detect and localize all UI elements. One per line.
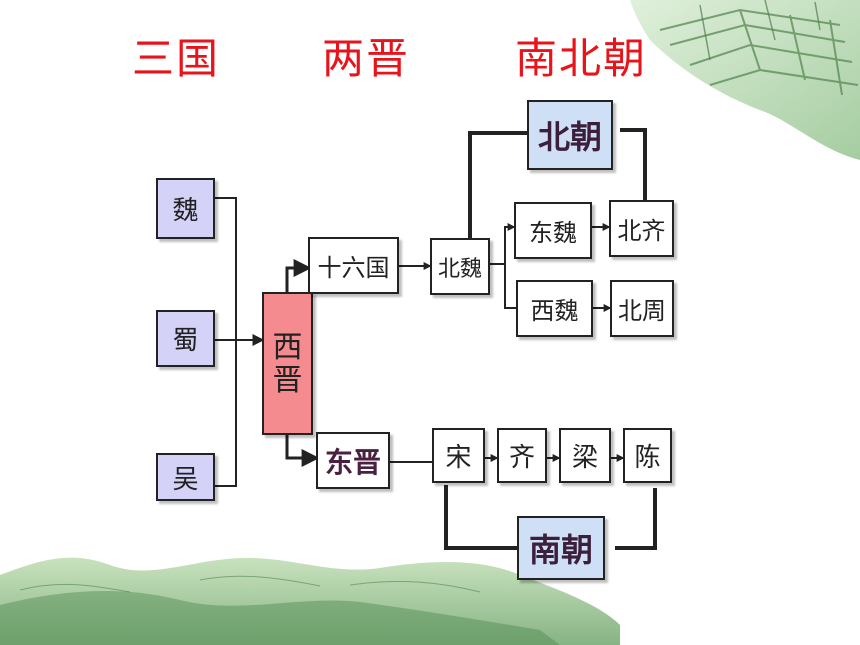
song-dynasty: 宋 — [432, 428, 485, 483]
eastern-jin: 东晋 — [316, 432, 390, 489]
chen-dynasty: 陈 — [623, 428, 672, 483]
liang-dynasty: 梁 — [559, 428, 611, 483]
kingdom-wu: 吴 — [156, 453, 215, 501]
western-jin-char-1: 西 — [272, 329, 303, 365]
sixteen-kingdoms: 十六国 — [308, 237, 399, 294]
kingdom-wei: 魏 — [156, 178, 215, 239]
western-jin: 西 晋 — [262, 292, 313, 435]
western-jin-char-2: 晋 — [272, 362, 303, 398]
title-north-south: 南北朝 — [515, 34, 648, 83]
northern-qi: 北齐 — [609, 200, 674, 257]
western-wei: 西魏 — [516, 280, 593, 337]
northern-dynasties-header: 北朝 — [527, 100, 613, 170]
pavilion-decoration — [630, 0, 860, 160]
kingdom-shu: 蜀 — [156, 310, 215, 367]
mountain-decoration — [0, 557, 620, 645]
northern-zhou: 北周 — [610, 280, 674, 337]
southern-dynasties-header: 南朝 — [517, 516, 605, 580]
qi-dynasty: 齐 — [497, 428, 547, 483]
eastern-wei: 东魏 — [514, 202, 592, 259]
title-three-kingdoms: 三国 — [132, 34, 221, 83]
title-two-jin: 两晋 — [322, 34, 411, 83]
northern-wei: 北魏 — [430, 238, 490, 295]
